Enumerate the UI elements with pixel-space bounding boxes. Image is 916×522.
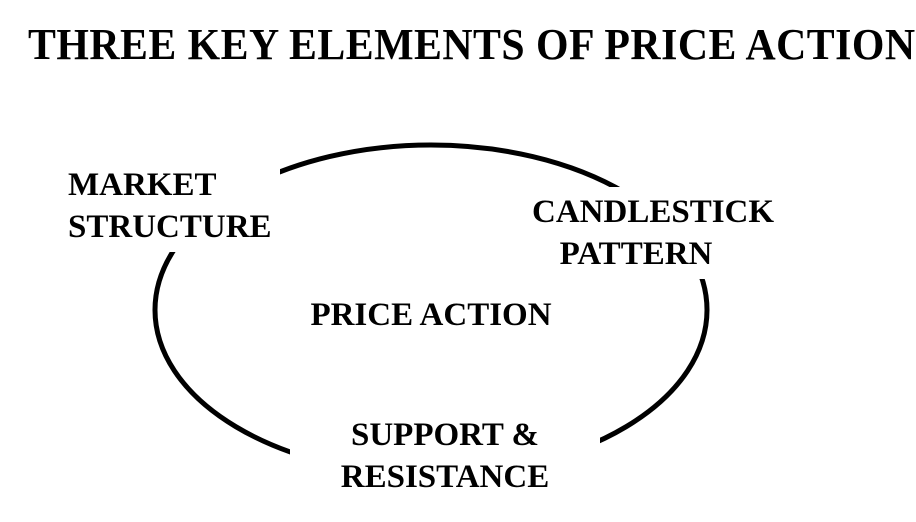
page-title: THREE KEY ELEMENTS OF PRICE ACTION [28, 20, 916, 69]
node-market-structure-line2: STRUCTURE [68, 209, 272, 245]
node-candlestick-pattern-line2: PATTERN [559, 236, 713, 272]
node-candlestick-pattern: CANDLESTICK PATTERN [522, 187, 775, 279]
node-market-structure: MARKET STRUCTURE [62, 160, 280, 252]
node-support-resistance-line1: SUPPORT & [351, 417, 539, 453]
node-support-resistance-line2: RESISTANCE [340, 459, 550, 495]
node-candlestick-pattern-line1: CANDLESTICK [532, 194, 775, 230]
node-support-resistance: SUPPORT & RESISTANCE [290, 410, 600, 502]
node-price-action-center: PRICE ACTION [261, 293, 601, 337]
node-market-structure-line1: MARKET [68, 167, 217, 203]
